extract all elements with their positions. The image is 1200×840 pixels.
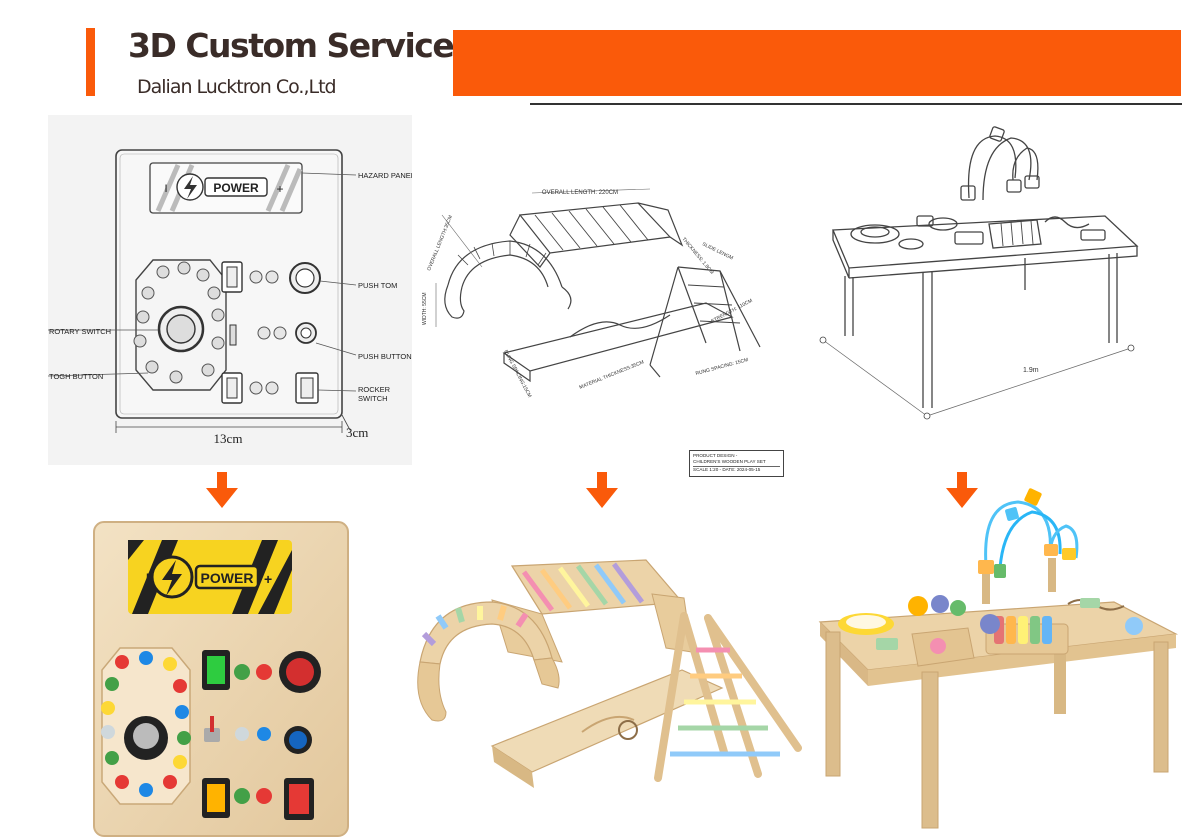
down-arrow-icon [586,472,618,508]
activity-table-sketch: 1.9m [815,118,1155,423]
label-hazard-panel: HAZARD PANEL [358,171,412,180]
photo-power-label: POWER [201,570,254,586]
label-table-dimension: 1.9m [1023,367,1039,374]
down-arrow-icon [946,472,978,508]
label-overall-length: OVERALL LENGTH: 220CM [542,190,618,196]
label-overall-length-side: OVERALL LENGTH:35CM [426,215,454,272]
label-material: MATERIAL THICKNESS:35CM [579,359,645,390]
stamp-line-2: CHILDREN'S WOODEN PLAY SET [693,459,766,465]
label-push-tom: PUSH TOM [358,281,397,290]
label-switch: SWITCH [358,394,388,403]
label-slide-length: SLIDE LENGM [701,241,734,261]
svg-text:I: I [146,571,149,585]
label-rotary-switch: ROTARY SWITCH [49,327,111,336]
play-set-photo [412,552,817,834]
stamp-line-1: PRODUCT DESIGN - [693,453,738,458]
busy-board-photo: POWER I + [92,520,350,838]
hazard-power-label: POWER [213,181,259,195]
busy-board-sketch: POWER I + [48,115,412,465]
label-width-side: WIDTH: 55CM [422,293,428,326]
label-rung-spacing-side: RUNG SPACING:15CM [502,349,532,399]
label-width: 13cm [214,431,243,446]
svg-text:+: + [276,182,283,196]
header-accent-bar [86,28,95,96]
label-togh-button: TOGH BUTTON [49,372,103,381]
label-rocker: ROCKER [358,385,391,394]
header-rule [530,103,1182,105]
company-name: Dalian Lucktron Co.,Ltd [137,76,337,98]
label-push-button: PUSH BUTTON [358,352,412,361]
label-thickness: THICKNESS: 1.8CM [680,236,714,275]
stamp-line-3: SCALE 1:20 - DATE: 2024-05-15 [693,466,780,473]
page-title: 3D Custom Service [128,26,455,65]
label-rung-spacing: RUNG SPACING: 15CM [695,357,749,377]
activity-table-photo [818,486,1180,832]
play-set-sketch: OVERALL LENGTH: 220CM OVERALL LENGTH:35C… [420,175,785,405]
svg-text:I: I [164,183,167,195]
svg-text:+: + [264,571,272,587]
label-depth: 3cm [346,425,368,440]
orange-banner [453,30,1181,96]
down-arrow-icon [206,472,238,508]
title-block-stamp: PRODUCT DESIGN - CHILDREN'S WOODEN PLAY … [689,450,784,477]
